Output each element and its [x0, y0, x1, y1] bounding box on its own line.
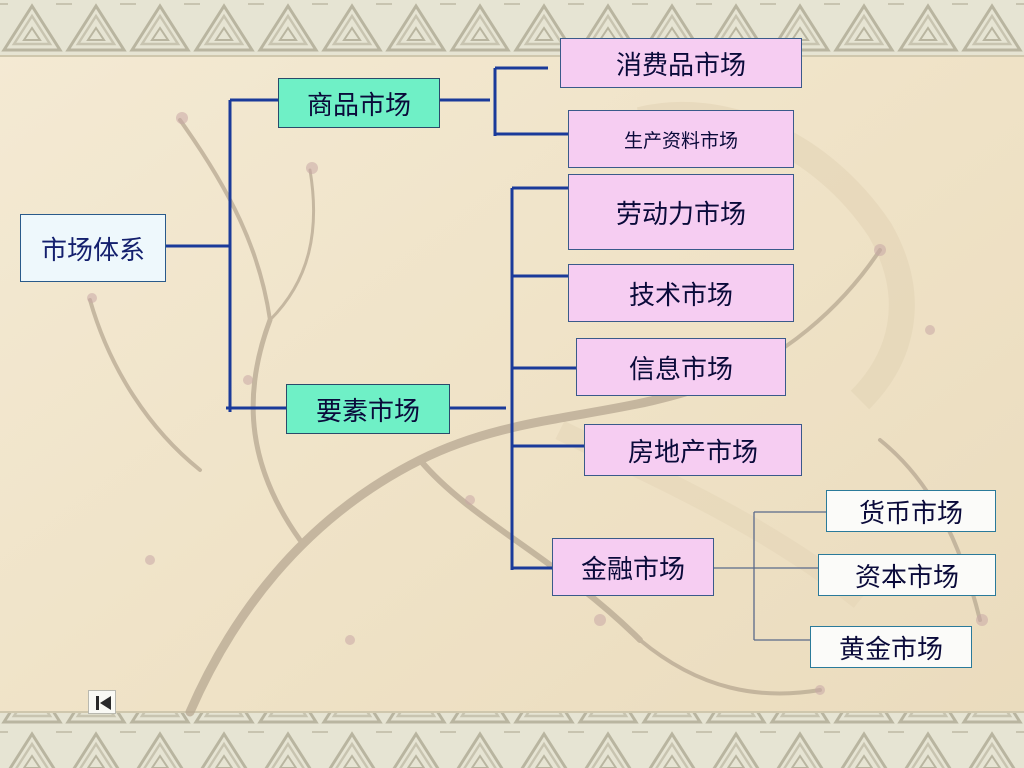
node-label: 技术市场: [628, 280, 733, 311]
node-production-materials-market: 生产资料市场: [568, 110, 794, 168]
bottom-border-band: [0, 712, 1024, 768]
connector-lines-thin: [714, 511, 826, 641]
node-labor-market: 劳动力市场: [568, 174, 794, 250]
root-node-label: 市场体系: [40, 235, 145, 266]
node-information-market: 信息市场: [576, 338, 786, 396]
first-slide-button[interactable]: [88, 690, 116, 714]
node-consumer-goods-market: 消费品市场: [560, 38, 802, 88]
first-slide-icon: [96, 696, 111, 710]
node-label: 生产资料市场: [623, 129, 738, 152]
node-goods-market: 商品市场: [278, 78, 440, 128]
node-real-estate-market: 房地产市场: [584, 424, 802, 476]
node-label: 货币市场: [858, 498, 963, 529]
node-goods-market-label: 商品市场: [306, 90, 411, 121]
node-capital-market: 资本市场: [818, 554, 996, 596]
node-label: 信息市场: [628, 354, 733, 385]
node-label: 黄金市场: [838, 634, 943, 665]
node-label: 房地产市场: [627, 437, 758, 468]
node-gold-market: 黄金市场: [810, 626, 972, 668]
node-label: 金融市场: [580, 554, 685, 585]
node-technology-market: 技术市场: [568, 264, 794, 322]
root-node-market-system: 市场体系: [20, 214, 166, 282]
node-financial-market: 金融市场: [552, 538, 714, 596]
node-label: 消费品市场: [615, 50, 746, 81]
node-label: 劳动力市场: [615, 199, 746, 230]
node-label: 资本市场: [854, 562, 959, 593]
node-factor-market-label: 要素市场: [315, 396, 420, 427]
connector-lines: [166, 66, 584, 570]
top-border-band: [0, 0, 1024, 56]
node-factor-market: 要素市场: [286, 384, 450, 434]
node-money-market: 货币市场: [826, 490, 996, 532]
